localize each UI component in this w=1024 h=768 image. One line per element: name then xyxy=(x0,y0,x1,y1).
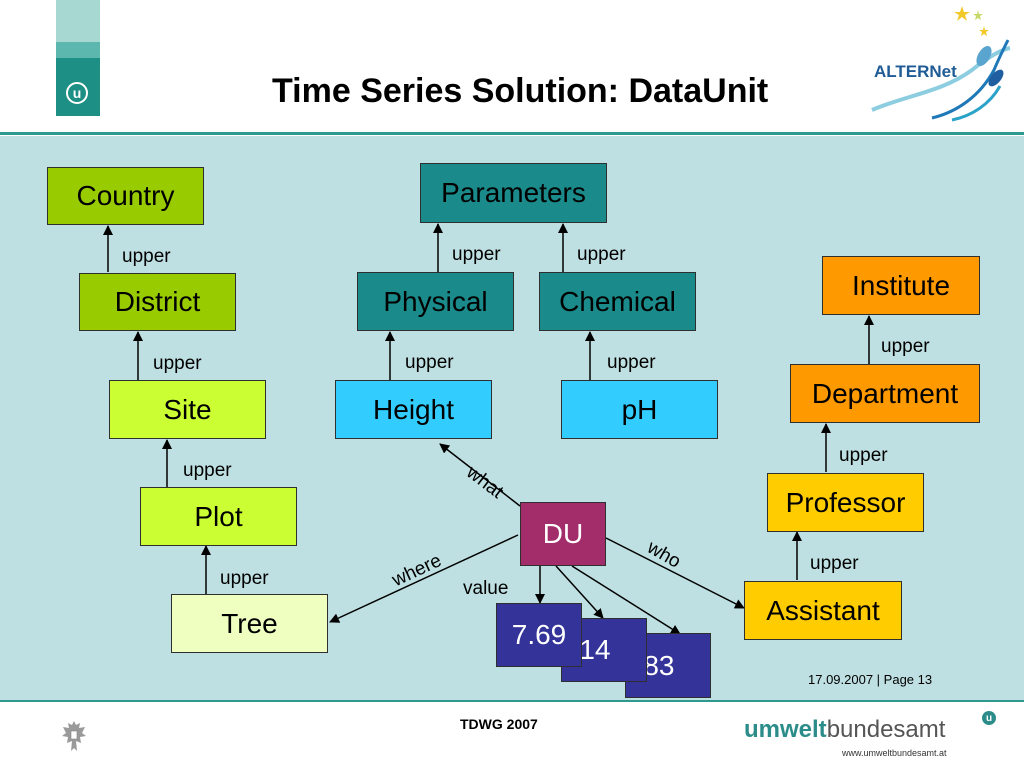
label-upper-site: upper xyxy=(183,460,232,481)
node-site: Site xyxy=(109,380,266,439)
brand-part-bundesamt: bundesamt xyxy=(826,716,946,743)
slide-title: Time Series Solution: DataUnit xyxy=(272,72,769,110)
alternet-logo-graphic xyxy=(871,6,1011,122)
austrian-eagle-icon xyxy=(60,718,88,754)
brand-part-umwelt: umwelt xyxy=(744,716,827,743)
node-department: Department xyxy=(790,364,980,423)
label-upper-district: upper xyxy=(153,353,202,374)
label-upper-chemical: upper xyxy=(577,244,626,265)
alternet-logo-text: ALTERNet xyxy=(874,62,957,81)
header-stripe-top xyxy=(56,0,100,42)
node-value-1: 7.69 xyxy=(496,603,582,667)
edge-du-tree-where xyxy=(329,534,519,623)
brand-u-letter: u xyxy=(985,712,993,724)
logo-u-letter: u xyxy=(72,85,82,101)
node-height: Height xyxy=(335,380,492,439)
label-value: value xyxy=(463,578,509,599)
footer-date-page: 17.09.2007 | Page 13 xyxy=(808,672,933,687)
label-upper-physical: upper xyxy=(452,244,501,265)
node-chemical: Chemical xyxy=(539,272,696,331)
label-upper-professor: upper xyxy=(810,553,859,574)
footer-divider xyxy=(0,700,1024,702)
node-tree: Tree xyxy=(171,594,328,653)
header-stripe-middle xyxy=(56,42,100,58)
node-du: DU xyxy=(520,502,606,566)
edge-du-value2 xyxy=(555,565,604,619)
node-professor: Professor xyxy=(767,473,924,532)
node-district: District xyxy=(79,273,236,331)
umweltbundesamt-logo-icon: u xyxy=(66,82,88,104)
edge-du-value3 xyxy=(571,565,681,635)
brand-u-icon: u xyxy=(982,711,996,725)
eagle-graphic xyxy=(62,721,86,751)
node-ph: pH xyxy=(561,380,718,439)
label-upper-institute: upper xyxy=(881,336,930,357)
label-upper-country: upper xyxy=(122,246,171,267)
label-upper-department: upper xyxy=(839,445,888,466)
node-physical: Physical xyxy=(357,272,514,331)
node-assistant: Assistant xyxy=(744,581,902,640)
edge-du-height-what xyxy=(439,443,521,507)
node-parameters: Parameters xyxy=(420,163,607,223)
node-institute: Institute xyxy=(822,256,980,315)
header-divider xyxy=(0,132,1024,135)
node-plot: Plot xyxy=(140,487,297,546)
footer-brand: umweltbundesamt xyxy=(744,716,945,744)
footer-event: TDWG 2007 xyxy=(460,716,538,732)
footer-url: www.umweltbundesamt.at xyxy=(842,748,947,758)
label-upper-ph: upper xyxy=(607,352,656,373)
edge-du-assistant-who xyxy=(605,537,745,609)
alternet-logo xyxy=(862,0,1012,130)
label-upper-plot: upper xyxy=(220,568,269,589)
node-country: Country xyxy=(47,167,204,225)
label-upper-height: upper xyxy=(405,352,454,373)
